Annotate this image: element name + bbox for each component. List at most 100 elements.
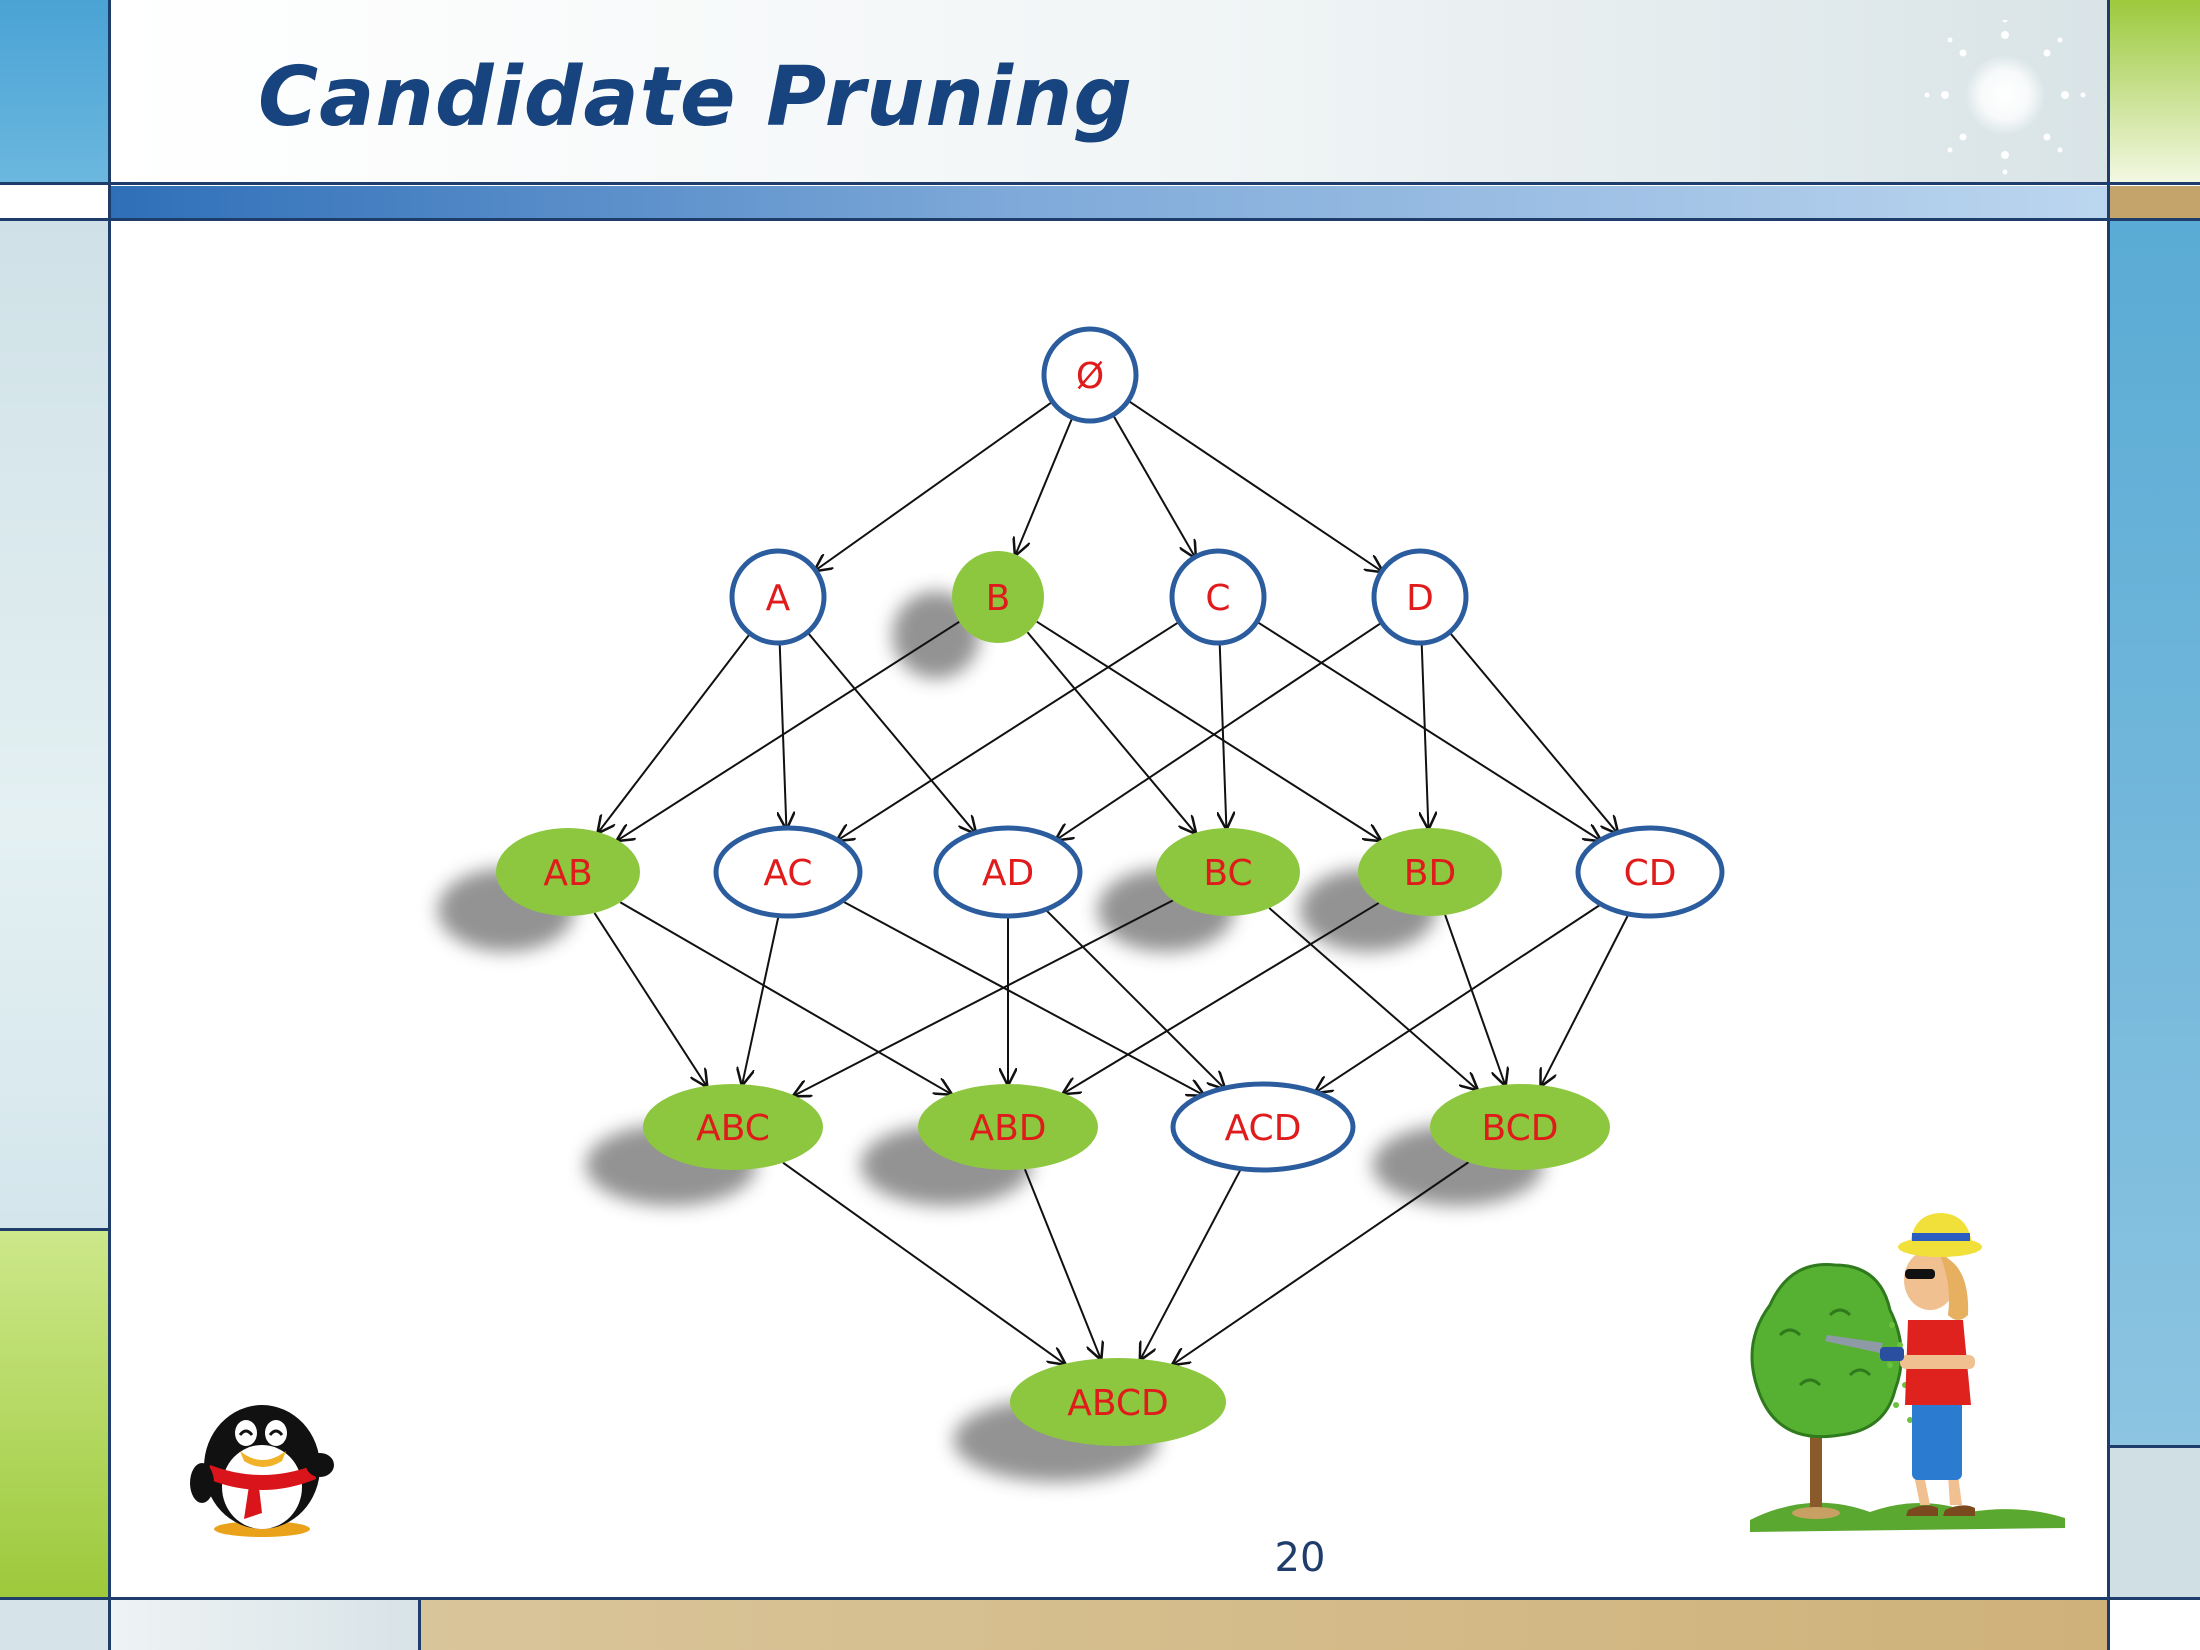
node-label-BC: BC <box>1203 853 1252 894</box>
node-shape-AB <box>496 828 640 916</box>
frame-divider <box>2110 1445 2200 1448</box>
node-A: A <box>729 548 827 646</box>
node-ABCD: ABCD <box>1010 1358 1226 1446</box>
frame-right-mid-panel <box>2110 220 2200 1445</box>
edge-empty-B <box>1016 417 1074 554</box>
node-AB: AB <box>496 828 640 916</box>
node-label-AD: AD <box>982 853 1034 894</box>
edge-BCD-ABCD <box>1173 1161 1470 1364</box>
node-label-A: A <box>766 578 791 619</box>
node-label-B: B <box>986 578 1011 619</box>
edge-BD-ABD <box>1064 902 1380 1093</box>
edge-BC-ABC <box>794 899 1174 1095</box>
edge-D-BD <box>1422 642 1429 828</box>
gardener-pruning-hedge-icon <box>1750 1213 2065 1532</box>
node-shape-ACD <box>1170 1081 1356 1173</box>
penguin-mascot-icon <box>190 1405 334 1537</box>
node-label-ACD: ACD <box>1225 1108 1302 1149</box>
frame-divider <box>0 1597 2200 1600</box>
edge-AC-ACD <box>841 900 1203 1095</box>
footer-band <box>420 1600 2110 1650</box>
node-label-ABCD: ABCD <box>1067 1383 1169 1424</box>
edge-A-AB <box>598 632 751 833</box>
edge-B-BC <box>1026 631 1196 833</box>
node-CD: CD <box>1575 825 1725 919</box>
frame-right-top-panel <box>2110 0 2200 182</box>
frame-divider <box>0 182 2200 185</box>
edge-empty-D <box>1127 399 1382 572</box>
frame-divider <box>0 218 2200 221</box>
node-empty: Ø <box>1041 326 1139 424</box>
node-shape-BD <box>1358 828 1502 916</box>
node-BD: BD <box>1358 828 1502 916</box>
frame-left-foot-panel <box>0 1600 110 1650</box>
node-label-ABD: ABD <box>969 1108 1046 1149</box>
node-shape-D <box>1371 548 1469 646</box>
lattice-edges <box>593 399 1630 1365</box>
node-shape-BC <box>1156 828 1300 916</box>
node-label-AC: AC <box>763 853 812 894</box>
node-shape-AC <box>713 825 863 919</box>
node-label-empty: Ø <box>1076 356 1104 397</box>
edge-AC-ABC <box>742 915 780 1085</box>
edge-empty-C <box>1112 414 1195 557</box>
node-shape-BCD <box>1430 1084 1610 1170</box>
node-label-C: C <box>1205 578 1230 619</box>
node-shape-CD <box>1575 825 1725 919</box>
node-shape-ABD <box>918 1084 1098 1170</box>
edge-A-AD <box>806 631 976 833</box>
node-AC: AC <box>713 825 863 919</box>
node-ABD: ABD <box>918 1084 1098 1170</box>
node-BCD: BCD <box>1430 1084 1610 1170</box>
node-label-AB: AB <box>543 853 592 894</box>
edge-BD-BCD <box>1444 914 1505 1085</box>
edge-empty-A <box>815 400 1054 571</box>
node-shape-ABCD <box>1010 1358 1226 1446</box>
frame-divider <box>108 0 111 1650</box>
node-shape-empty <box>1041 326 1139 424</box>
node-BC: BC <box>1156 828 1300 916</box>
edge-C-AC <box>838 620 1180 840</box>
title-bar <box>110 0 2110 182</box>
node-shape-AD <box>933 825 1083 919</box>
edge-B-AB <box>618 620 960 840</box>
edge-CD-BCD <box>1541 913 1630 1085</box>
frame-divider <box>0 1228 110 1231</box>
edge-D-CD <box>1448 631 1618 833</box>
edge-BC-BCD <box>1268 907 1477 1089</box>
frame-right-stripe <box>2110 186 2200 218</box>
node-AD: AD <box>933 825 1083 919</box>
node-label-ABC: ABC <box>696 1108 770 1149</box>
edge-ACD-ABCD <box>1141 1168 1242 1359</box>
sun-icon <box>1924 20 2086 175</box>
edge-ABD-ABCD <box>1023 1168 1101 1358</box>
node-shadows <box>437 591 1544 1482</box>
node-ACD: ACD <box>1170 1081 1356 1173</box>
edge-D-AD <box>1057 621 1383 840</box>
edge-ABC-ABCD <box>782 1161 1064 1364</box>
node-shape-A <box>729 548 827 646</box>
edge-AB-ABC <box>593 912 706 1086</box>
frame-divider <box>418 1597 421 1650</box>
slide-title: Candidate Pruning <box>258 50 1134 145</box>
edge-AB-ABD <box>619 901 951 1094</box>
node-shape-B <box>952 551 1044 643</box>
node-label-BCD: BCD <box>1482 1108 1559 1149</box>
frame-left-top-panel <box>0 0 110 182</box>
edge-CD-ACD <box>1316 903 1602 1092</box>
footer-left-panel <box>110 1600 420 1650</box>
node-shape-ABC <box>643 1084 823 1170</box>
node-B: B <box>952 551 1044 643</box>
node-label-BD: BD <box>1404 853 1456 894</box>
frame-right-low-panel <box>2110 1448 2200 1598</box>
node-D: D <box>1371 548 1469 646</box>
edge-AD-ACD <box>1044 908 1225 1089</box>
node-ABC: ABC <box>643 1084 823 1170</box>
node-shape-C <box>1169 548 1267 646</box>
header-gradient-band <box>110 186 2110 218</box>
edge-C-BC <box>1220 642 1227 828</box>
page-number: 20 <box>1274 1535 1326 1581</box>
frame-divider <box>2107 0 2110 1650</box>
